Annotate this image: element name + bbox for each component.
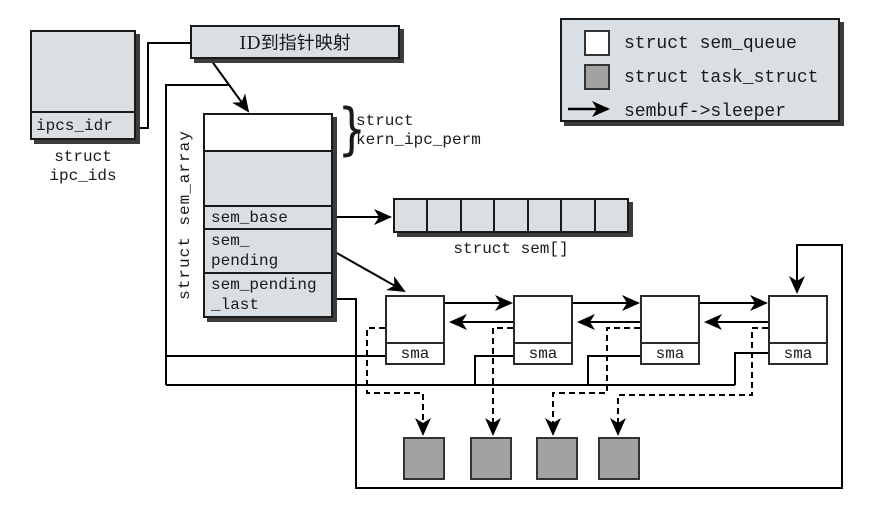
ipc-ids-box: ipcs_idr bbox=[30, 30, 136, 140]
kern-label-line2: kern_ipc_perm bbox=[356, 131, 481, 149]
sem-pending-last-line2: _last bbox=[211, 296, 260, 314]
sem-cell bbox=[562, 200, 596, 231]
sem-pending-last-line1: sem_pending bbox=[211, 276, 317, 294]
sma-drop-queue3 bbox=[587, 355, 640, 385]
sleeper-arrow-queue1-to-task1 bbox=[366, 327, 431, 436]
sem-array-box: sem_base sem_ pending sem_pending _last bbox=[203, 113, 333, 318]
sma-field: sma bbox=[770, 342, 826, 363]
arrow-sem-pending-to-queue1 bbox=[334, 251, 406, 292]
sem-cell bbox=[495, 200, 529, 231]
legend-sem-queue-swatch bbox=[584, 30, 610, 56]
sem-queue-box-4: sma bbox=[768, 295, 828, 365]
sem-array-row-sem-base: sem_base bbox=[205, 207, 331, 230]
sem-cell bbox=[462, 200, 496, 231]
ipc-ids-caption-line2: ipc_ids bbox=[49, 167, 117, 185]
task-struct-box-2 bbox=[470, 437, 512, 480]
sma-field: sma bbox=[515, 342, 571, 363]
sem-pending-line1: sem_ bbox=[211, 232, 250, 250]
sma-drop-queue4 bbox=[734, 352, 768, 385]
task-struct-box-3 bbox=[536, 437, 578, 480]
sem-queue-box-1: sma bbox=[385, 295, 445, 365]
sma-field: sma bbox=[642, 342, 698, 363]
kern-label-line1: struct bbox=[356, 112, 414, 130]
arrow-sem-pending-last-to-queue4 bbox=[333, 244, 843, 489]
sem-array-row-sem-pending: sem_ pending bbox=[205, 230, 331, 274]
legend-label-sleeper: sembuf->sleeper bbox=[624, 102, 787, 122]
sleeper-arrow-queue2-to-task2 bbox=[485, 327, 513, 436]
legend-label-task-struct: struct task_struct bbox=[624, 68, 819, 88]
ipc-ids-caption-line1: struct bbox=[54, 148, 112, 166]
sem-array-cells bbox=[393, 198, 629, 233]
kern-ipc-perm-label: struct kern_ipc_perm bbox=[356, 112, 481, 150]
sma-backpointer-collector bbox=[165, 84, 230, 385]
legend: struct sem_queue struct task_struct semb… bbox=[560, 18, 840, 122]
id-to-pointer-map-box: ID到指针映射 bbox=[190, 25, 400, 59]
ipc-ids-caption: struct ipc_ids bbox=[16, 148, 150, 186]
sleeper-arrow-queue4-to-task4 bbox=[610, 327, 768, 436]
task-struct-box-1 bbox=[403, 437, 445, 480]
kern-ipc-perm-brace: } bbox=[337, 97, 367, 162]
ipcs-idr-field: ipcs_idr bbox=[32, 111, 134, 138]
sem-array-side-label: struct sem_array bbox=[176, 130, 194, 300]
sleeper-arrow-queue3-to-task3 bbox=[545, 327, 640, 436]
sma-drop-queue2 bbox=[474, 355, 513, 385]
sem-array-row-kern-ipc-perm bbox=[205, 115, 331, 152]
task-struct-box-4 bbox=[598, 437, 640, 480]
sem-cell bbox=[596, 200, 627, 231]
sem-cell bbox=[395, 200, 429, 231]
sem-cell bbox=[529, 200, 563, 231]
pointer-ipcs-idr-to-id-map bbox=[140, 42, 190, 129]
sem-cells-caption: struct sem[] bbox=[453, 240, 569, 258]
sem-queue-box-2: sma bbox=[513, 295, 573, 365]
sem-cell bbox=[428, 200, 462, 231]
sma-field: sma bbox=[387, 342, 443, 363]
legend-label-sem-queue: struct sem_queue bbox=[624, 34, 797, 54]
sem-queue-box-3: sma bbox=[640, 295, 700, 365]
legend-sleeper-arrow-icon bbox=[568, 101, 610, 117]
sem-array-row-sem-pending-last: sem_pending _last bbox=[205, 274, 331, 318]
sem-array-row-empty bbox=[205, 152, 331, 207]
legend-task-struct-swatch bbox=[584, 64, 610, 90]
sem-pending-line2: pending bbox=[211, 252, 279, 270]
